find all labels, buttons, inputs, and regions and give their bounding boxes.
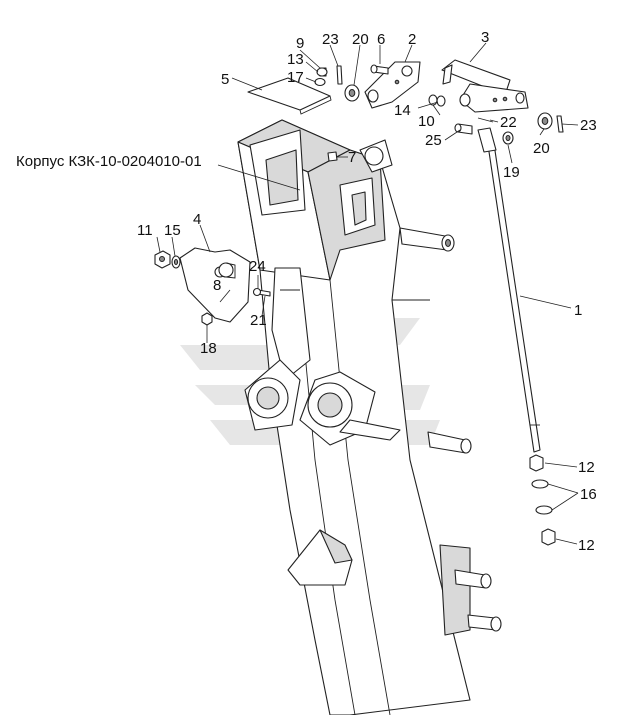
part-22-cotter — [477, 117, 494, 123]
part-12-nut-upper — [529, 454, 544, 472]
callout-6: 6 — [377, 31, 385, 48]
callout-18: 18 — [200, 340, 217, 357]
callout-15: 15 — [164, 222, 181, 239]
middle-shaft — [427, 431, 472, 454]
part-16-washers — [531, 479, 553, 515]
callout-25: 25 — [425, 132, 442, 149]
part-25-pin — [454, 123, 473, 135]
callout-14: 14 — [394, 102, 411, 119]
callout-9: 9 — [296, 35, 304, 52]
lower-tray — [287, 529, 353, 586]
callout-20-right: 20 — [533, 140, 550, 157]
part-1-tie-rod — [477, 127, 541, 453]
part-13-nut — [316, 67, 328, 77]
part-11-nut — [154, 250, 171, 269]
part-19-washer — [502, 131, 514, 145]
callout-24: 24 — [249, 258, 266, 275]
part-3-lever-arm — [441, 59, 529, 113]
callout-23-right: 23 — [580, 117, 597, 134]
callout-22: 22 — [500, 114, 517, 131]
callout-1: 1 — [574, 302, 582, 319]
part-17-washer — [314, 77, 326, 87]
part-20-washer-right — [537, 112, 553, 130]
part-15-washer — [171, 255, 181, 269]
lower-bracket — [439, 544, 502, 636]
callout-10: 10 — [418, 113, 435, 130]
part-23-cotter-pin-left — [336, 65, 343, 85]
part-4-bracket-plate — [179, 247, 251, 323]
callout-8: 8 — [213, 277, 221, 294]
part-24-bolt — [252, 287, 271, 297]
callout-2: 2 — [408, 31, 416, 48]
flange-right — [299, 371, 401, 446]
callout-11: 11 — [137, 222, 153, 239]
part-20-washer-left — [344, 84, 360, 102]
assembly-label: Корпус КЗК-10-0204010-01 — [16, 153, 202, 170]
callout-20-left: 20 — [352, 31, 369, 48]
callout-23-left: 23 — [322, 31, 339, 48]
part-14-washer — [436, 95, 446, 107]
callout-3: 3 — [481, 29, 489, 46]
callout-12-lower: 12 — [578, 537, 595, 554]
part-5-cover-plate — [247, 77, 332, 115]
callout-5: 5 — [221, 71, 229, 88]
part-23-cotter-pin-right — [556, 115, 564, 133]
part-7-bolt — [327, 151, 338, 162]
part-18-nut — [201, 312, 213, 326]
part-12-nut-lower — [541, 528, 556, 546]
upper-shaft — [399, 227, 455, 252]
callout-4: 4 — [193, 211, 201, 228]
callout-16: 16 — [580, 486, 597, 503]
part-2-strip-bracket — [364, 61, 421, 109]
callout-17: 17 — [287, 69, 304, 86]
callout-13: 13 — [287, 51, 304, 68]
flange-left — [244, 359, 301, 431]
leader-lines — [156, 42, 579, 545]
callout-12-upper: 12 — [578, 459, 595, 476]
callout-19: 19 — [503, 164, 520, 181]
part-6-pin — [370, 64, 389, 75]
callout-21: 21 — [250, 312, 267, 329]
callout-7: 7 — [348, 149, 356, 166]
inlet-bracket — [271, 267, 311, 381]
